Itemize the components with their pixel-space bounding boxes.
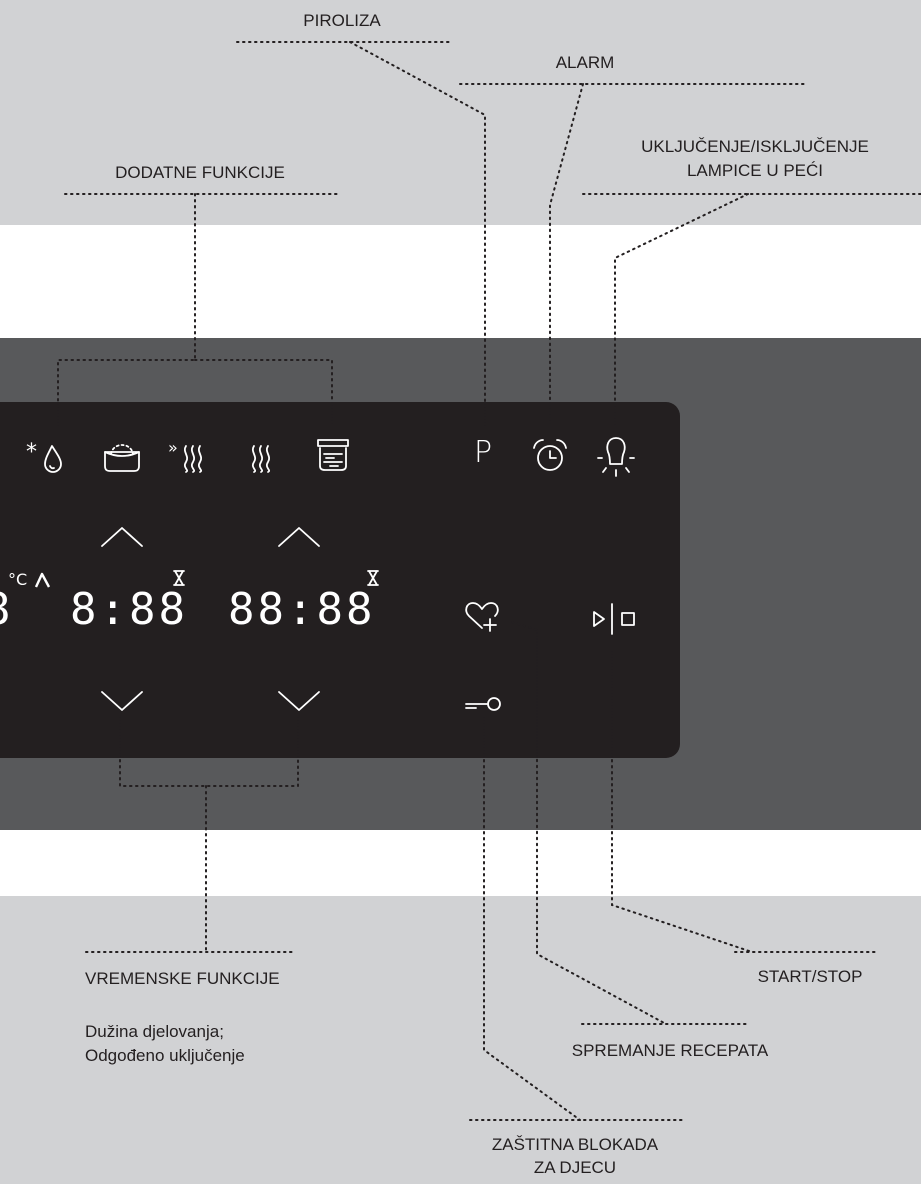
drop-icon — [44, 445, 62, 473]
celsius-label: °C — [8, 570, 28, 589]
piroliza-label: PIROLIZA — [303, 11, 381, 30]
lamp-label-line2: LAMPICE U PEĆI — [686, 161, 824, 180]
snowflake-icon: * — [26, 440, 37, 465]
white-band-bottom — [0, 830, 921, 896]
dodatne-label: DODATNE FUNKCIJE — [115, 163, 285, 182]
chevron-down-icon — [278, 691, 320, 711]
steam-tray-button[interactable] — [314, 436, 354, 476]
timer1-display: 8:88 — [70, 584, 188, 635]
fast-heat-button[interactable]: » — [168, 438, 212, 474]
alarm-clock-icon — [533, 439, 567, 471]
play-stop-icon — [593, 603, 635, 635]
vremenske-note-line1: Dužina djelovanja; — [85, 1022, 224, 1041]
heart-plus-icon — [465, 602, 499, 632]
vremenske-label: VREMENSKE FUNKCIJE — [85, 969, 280, 988]
dodatne-leader-left — [57, 193, 196, 426]
alarm-button[interactable] — [528, 436, 572, 476]
key-icon — [465, 697, 501, 711]
dough-bowl-icon — [104, 444, 140, 472]
spremanje-leader — [511, 621, 667, 1025]
piroliza-leader — [349, 41, 486, 428]
pyrolysis-button[interactable]: P — [474, 438, 492, 468]
temperature-unit: °C — [8, 570, 51, 590]
defrost-button[interactable]: * — [26, 440, 66, 476]
timer2-down-button[interactable] — [277, 688, 321, 712]
pyrolysis-letter: P — [474, 435, 493, 470]
lamp-icon — [597, 437, 635, 477]
blokada-leader — [483, 717, 581, 1121]
keep-warm-button[interactable] — [246, 442, 282, 474]
timer1-up-button[interactable] — [100, 526, 144, 550]
white-band-top — [0, 225, 921, 338]
blokada-label-line1: ZAŠTITNA BLOKADA — [491, 1135, 659, 1154]
lamp-label-line1: UKLJUČENJE/ISKLJUČENJE — [641, 137, 869, 156]
blokada-label-line2: ZA DJECU — [533, 1158, 617, 1177]
timer2-up-button[interactable] — [277, 526, 321, 550]
temperature-display: 8 — [0, 588, 14, 632]
spremanje-label: SPREMANJE RECEPATA — [571, 1041, 769, 1060]
heat-waves-icon — [251, 445, 271, 473]
hourglass-indicator-2 — [366, 570, 380, 586]
dodatne-leader-right — [194, 359, 333, 426]
alarm-label: ALARM — [555, 53, 615, 72]
hourglass-icon — [173, 570, 185, 586]
alarm-leader — [549, 83, 584, 426]
chevron-up-icon — [278, 527, 320, 547]
child-lock-button[interactable] — [464, 692, 504, 716]
start-stop-leader — [611, 651, 753, 953]
vremenske-note-line2: Odgođeno uključenje — [85, 1046, 245, 1065]
hourglass-icon — [367, 570, 379, 586]
start-stop-label: START/STOP — [757, 967, 863, 986]
heat-curve-icon — [34, 572, 51, 588]
timer1-down-button[interactable] — [100, 688, 144, 712]
favorites-button[interactable] — [464, 600, 508, 634]
dough-button[interactable] — [103, 438, 143, 474]
timer2-display: 88:88 — [228, 584, 376, 635]
steam-tray-icon — [317, 439, 349, 471]
vremenske-bracket — [119, 717, 299, 787]
lamp-button[interactable] — [594, 432, 638, 480]
chevron-up-icon — [101, 527, 143, 547]
hourglass-indicator-1 — [172, 570, 186, 586]
fast-arrows-icon: » — [168, 438, 178, 457]
heat-waves-icon — [183, 445, 203, 473]
start-stop-button[interactable] — [592, 602, 648, 636]
lamp-leader — [614, 193, 749, 429]
chevron-down-icon — [101, 691, 143, 711]
